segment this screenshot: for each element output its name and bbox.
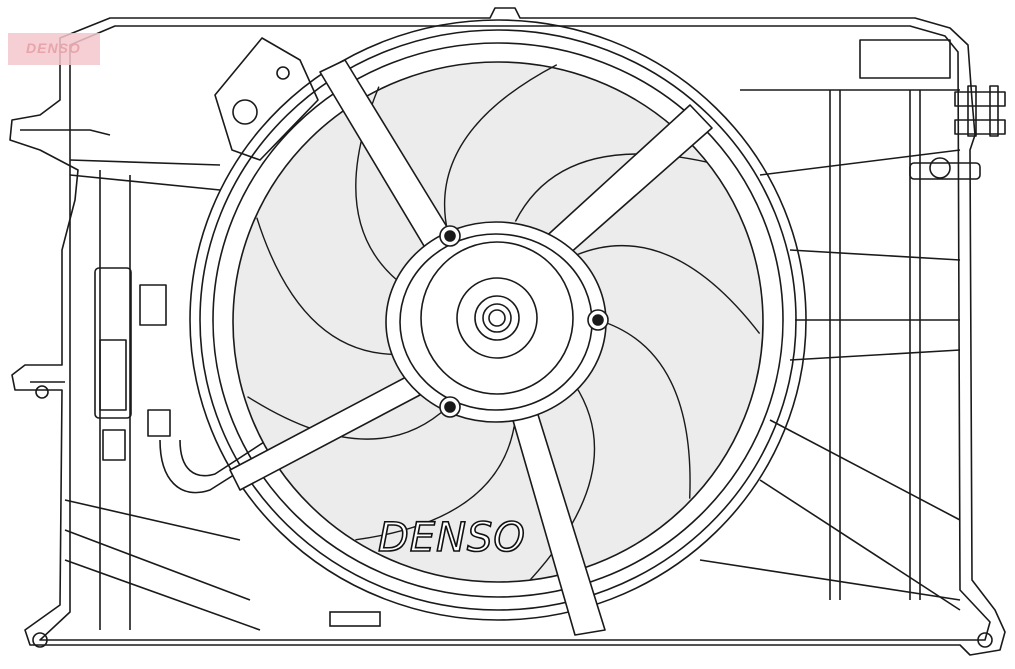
motor-connector xyxy=(214,37,319,161)
top-right-latch xyxy=(954,91,1006,107)
watermark-logo: DENSO xyxy=(26,40,81,56)
fan-blade-edge xyxy=(355,418,517,541)
mount-hole xyxy=(32,632,48,648)
fan-blade-edge xyxy=(443,64,558,234)
motor-hub xyxy=(420,241,574,395)
mounting-arm-left xyxy=(20,129,111,136)
fan-blade-edge xyxy=(256,217,405,355)
fan-blade-edge xyxy=(597,319,691,499)
shroud-ring-outer xyxy=(189,19,807,621)
left-connector xyxy=(94,267,132,419)
shroud-frame xyxy=(9,7,1006,656)
brand-logo: DENSO xyxy=(377,514,526,562)
fan-blade-edge xyxy=(574,244,761,335)
watermark-band xyxy=(8,33,100,65)
fan-blade-edge xyxy=(247,396,449,440)
mount-hole xyxy=(977,632,993,648)
